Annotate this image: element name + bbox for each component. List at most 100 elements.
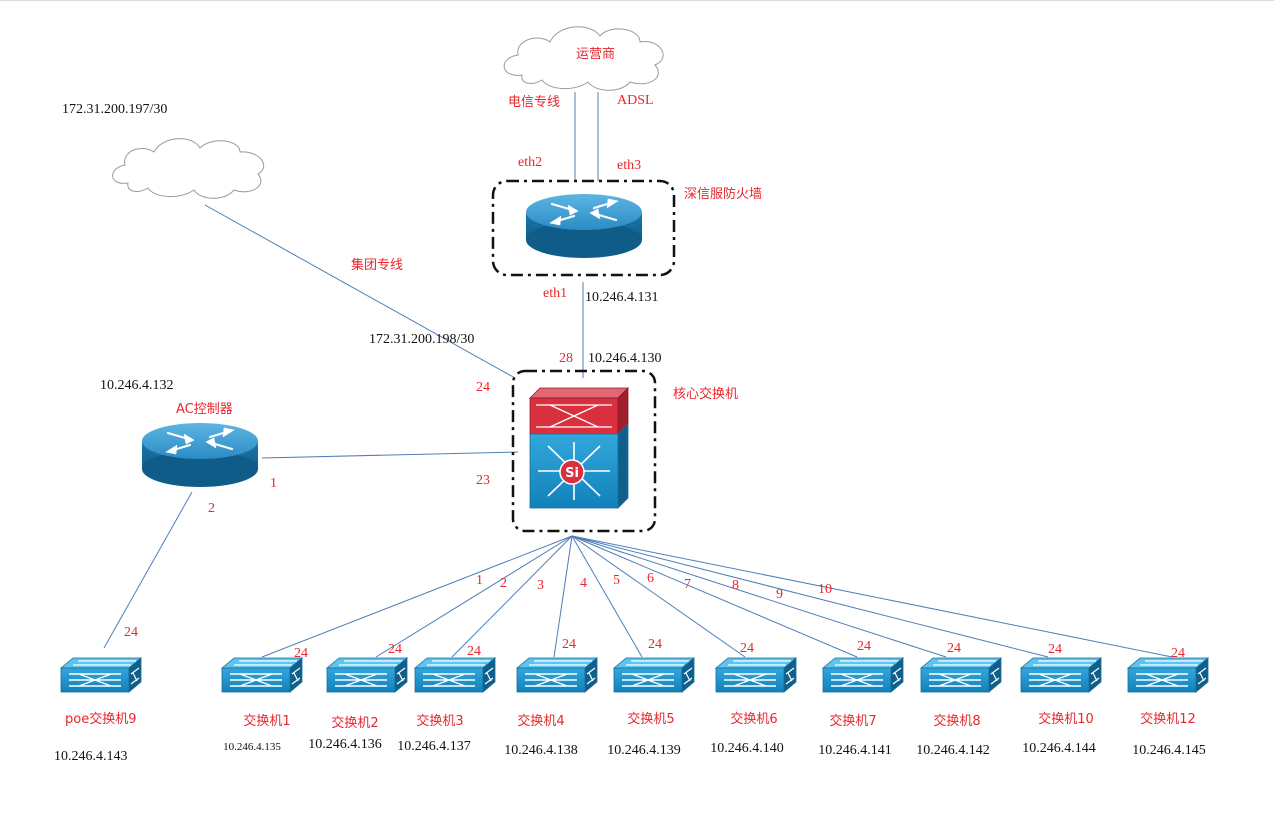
switch-label: 交换机7 (829, 713, 876, 729)
switch-label: 交换机2 (331, 715, 378, 731)
uplink-port-label: 24 (388, 642, 402, 657)
group-cloud-ip: 172.31.200.197/30 (62, 102, 167, 117)
core-port-label: 2 (500, 576, 507, 591)
switch-ip: 10.246.4.136 (308, 737, 382, 752)
access-switch[interactable]: 交换机7 10.246.4.141 7 24 (684, 577, 904, 758)
access-switches: 交换机110.246.4.135124交换机210.246.4.136224交换… (60, 571, 1209, 758)
core-port-23: 23 (476, 473, 490, 488)
workgroup-switch-icon (920, 657, 1002, 693)
access-switch[interactable]: 交换机5 10.246.4.139 5 24 (607, 573, 695, 758)
uplink-port-label: 24 (1171, 646, 1185, 661)
switch-label: 交换机6 (730, 711, 777, 727)
core-port-label: 4 (580, 576, 587, 591)
access-switch[interactable]: 交换机6 10.246.4.140 6 24 (647, 571, 797, 756)
switch-label: 交换机8 (933, 713, 980, 729)
cloud-icon (112, 138, 265, 199)
core-port-28: 28 (559, 351, 573, 366)
uplink-port-label: 24 (648, 637, 662, 652)
ac-port-2: 2 (208, 501, 215, 516)
group-line-label: 集团专线 (351, 257, 403, 273)
workgroup-switch-icon (715, 657, 797, 693)
switch-ip: 10.246.4.138 (504, 743, 578, 758)
workgroup-switch-icon (1127, 657, 1209, 693)
core-port-label: 6 (647, 571, 654, 586)
uplink-port-label: 24 (947, 641, 961, 656)
poe-switch-label: poe交换机9 (65, 711, 136, 727)
uplink-port-label: 24 (857, 639, 871, 654)
workgroup-switch-icon (1020, 657, 1102, 693)
access-switch[interactable]: 交换机3 10.246.4.137 3 24 (397, 578, 544, 754)
uplink-port-label: 24 (294, 646, 308, 661)
core-port-label: 5 (613, 573, 620, 588)
fw-eth3-label: eth3 (617, 158, 641, 173)
uplink-port-label: 24 (740, 641, 754, 656)
link-core-switch-5 (571, 535, 643, 658)
core-switch[interactable]: Si (511, 369, 657, 533)
link-core-switch-8 (571, 535, 947, 658)
multilayer-switch-icon: Si (529, 387, 629, 509)
access-switch[interactable]: 交换机2 10.246.4.136 2 24 (308, 576, 507, 752)
link-ac-core (261, 451, 519, 459)
switch-ip: 10.246.4.137 (397, 739, 471, 754)
uplink-port-label: 24 (467, 644, 481, 659)
link-core-switch-10 (571, 535, 1173, 658)
link-core-switch-6 (571, 535, 746, 658)
link-core-switch-7 (571, 535, 858, 658)
cloud-icon (503, 26, 664, 91)
switch-label: 交换机3 (416, 713, 463, 729)
core-port-label: 10 (818, 582, 832, 597)
switch-label: 交换机1 (243, 713, 290, 729)
workgroup-switch-icon (326, 657, 408, 693)
core-port-label: 7 (684, 577, 691, 592)
firewall[interactable] (491, 179, 676, 277)
adsl-line-label: ADSL (617, 93, 654, 108)
access-switch[interactable]: 交换机10 10.246.4.144 9 24 (776, 587, 1102, 756)
switch-label: 交换机10 (1038, 711, 1094, 727)
core-port-24: 24 (476, 380, 490, 395)
core-port-label: 9 (776, 587, 783, 602)
link-ac-poe (103, 491, 193, 649)
links (103, 92, 1173, 658)
switch-label: 交换机5 (627, 711, 674, 727)
link-core-switch-4 (553, 535, 573, 658)
firewall-ip: 10.246.4.131 (585, 290, 659, 305)
workgroup-switch-icon (516, 657, 598, 693)
switch-ip: 10.246.4.145 (1132, 743, 1206, 758)
core-port-label: 3 (537, 578, 544, 593)
poe-switch[interactable] (60, 657, 142, 693)
isp-cloud: 运营商 (503, 26, 664, 91)
fw-eth1-label: eth1 (543, 286, 567, 301)
ac-controller[interactable] (140, 421, 260, 489)
workgroup-switch-icon (60, 657, 142, 693)
core-ip: 10.246.4.130 (588, 351, 662, 366)
core-port-label: 8 (732, 578, 739, 593)
core-port-label: 1 (476, 573, 483, 588)
switch-ip: 10.246.4.139 (607, 743, 681, 758)
top-border (0, 0, 1274, 1)
switch-ip: 10.246.4.135 (223, 741, 281, 753)
workgroup-switch-icon (221, 657, 303, 693)
switch-ip: 10.246.4.141 (818, 743, 892, 758)
workgroup-switch-icon (822, 657, 904, 693)
link-core-switch-1 (261, 535, 573, 658)
switch-label: 交换机4 (517, 713, 564, 729)
switch-ip: 10.246.4.140 (710, 741, 784, 756)
ac-label: AC控制器 (176, 402, 233, 417)
access-switch[interactable]: 交换机1 10.246.4.135 1 24 (221, 573, 483, 753)
workgroup-switch-icon (613, 657, 695, 693)
link-core-switch-9 (571, 535, 1049, 658)
ac-ip: 10.246.4.132 (100, 378, 174, 393)
router-icon (524, 192, 644, 260)
isp-label: 运营商 (576, 47, 615, 62)
fw-eth2-label: eth2 (518, 155, 542, 170)
link-core-switch-2 (375, 535, 573, 658)
workgroup-switch-icon (414, 657, 496, 693)
switch-ip: 10.246.4.144 (1022, 741, 1096, 756)
group-peer-ip: 172.31.200.198/30 (369, 332, 474, 347)
core-switch-label: 核心交换机 (673, 386, 738, 402)
link-group-core (204, 204, 516, 379)
